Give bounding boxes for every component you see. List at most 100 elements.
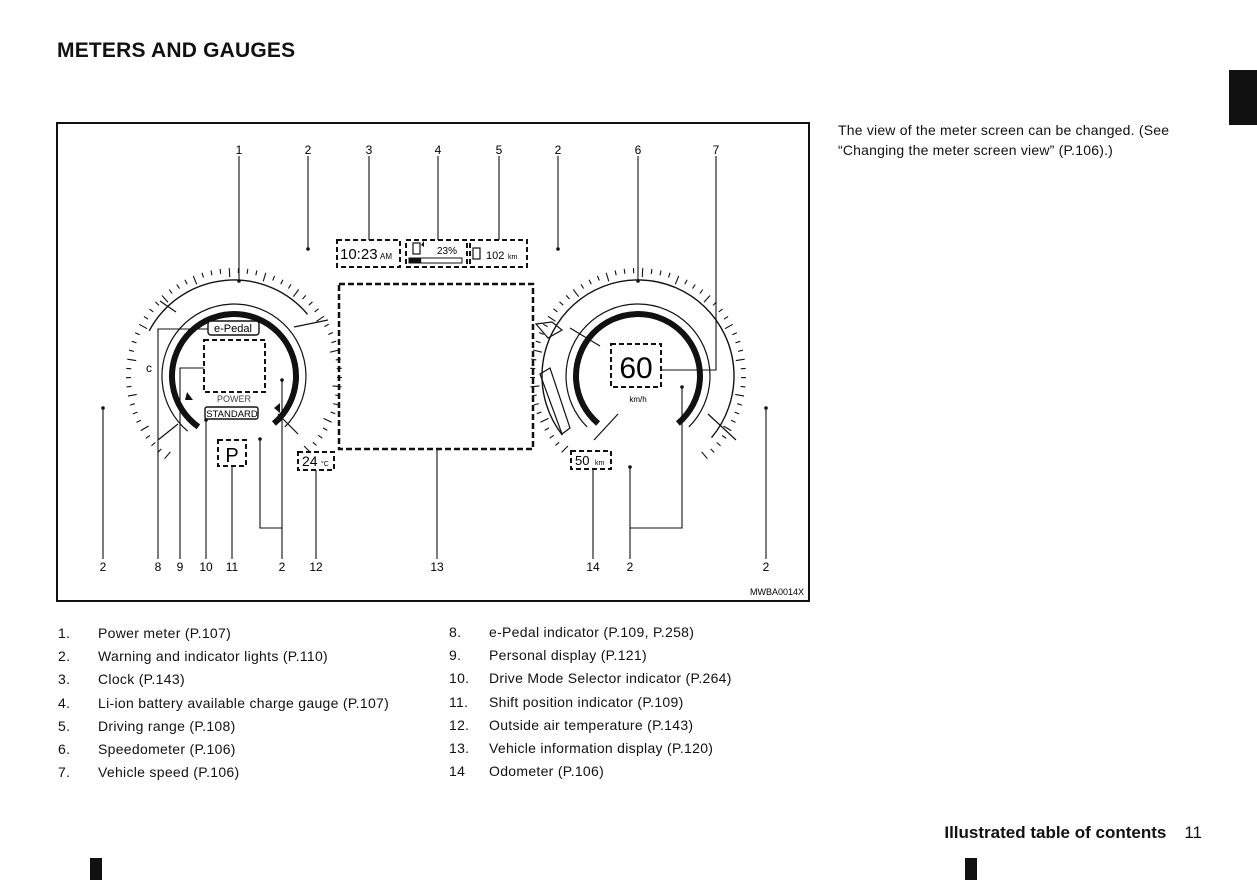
- shift-position-box: [217, 439, 247, 467]
- crop-mark-right: [965, 858, 977, 880]
- vehicle-speed-unit: km/h: [629, 395, 646, 404]
- callout-8: 8: [155, 560, 162, 574]
- legend-number: 9.: [449, 647, 462, 664]
- gauge-scale-tick: [145, 435, 151, 439]
- gauge-scale-tick: [674, 275, 680, 285]
- gauge-scale-tick: [533, 349, 543, 353]
- gauge-scale-tick: [308, 301, 313, 306]
- legend-text: Vehicle speed (P.106): [98, 764, 240, 781]
- gauge-scale-tick: [538, 331, 544, 336]
- legend-text: Speedometer (P.106): [98, 740, 236, 757]
- legend-text: Personal display (P.121): [489, 647, 647, 664]
- legend-text: Warning and indicator lights (P.110): [98, 648, 328, 665]
- gauge-scale-tick: [219, 268, 222, 274]
- gauge-scale-tick: [544, 427, 550, 431]
- figure-code: MWBA0014X: [750, 587, 804, 597]
- gauge-scale-tick: [710, 448, 715, 453]
- gauge-scale-tick: [531, 394, 537, 397]
- gauge-scale-tick: [330, 411, 336, 415]
- gauge-scale-tick: [561, 445, 569, 453]
- battery-icon: [412, 242, 421, 255]
- gauge-scale-tick: [701, 451, 708, 460]
- gauge-scale-tick: [314, 308, 319, 313]
- vehicle-speed-value: 60: [619, 352, 652, 385]
- shift-position-value: P: [225, 445, 238, 467]
- power-meter: c: [125, 268, 343, 460]
- callout-7: 7: [713, 143, 720, 157]
- gauge-scale-tick: [650, 268, 653, 274]
- gauge-scale-tick: [316, 315, 325, 322]
- odometer-value: 50: [575, 453, 589, 468]
- gauge-scale-tick: [535, 340, 541, 344]
- gauge-scale-tick: [605, 272, 610, 282]
- gauge-scale-tick: [126, 385, 132, 388]
- legend-text: Clock (P.143): [98, 671, 185, 688]
- gauge-scale-tick: [540, 417, 549, 423]
- gauge-scale-tick: [547, 315, 556, 322]
- temperature-unit: °C: [321, 460, 329, 468]
- gauge-scale-tick: [127, 393, 137, 397]
- legend-number: 7.: [58, 764, 71, 781]
- legend-text: Outside air temperature (P.143): [489, 716, 694, 733]
- power-meter-inner-arc: [161, 303, 307, 432]
- callout-14: 14: [586, 560, 600, 574]
- gauge-scale-tick: [129, 403, 135, 406]
- gauge-scale-tick: [555, 441, 560, 446]
- callout-dots: [101, 247, 768, 469]
- page-title: METERS AND GAUGES: [57, 39, 296, 62]
- gauge-scale-tick: [659, 270, 662, 276]
- vehicle-information-display: [337, 282, 535, 451]
- legend-number: 1.: [58, 625, 71, 641]
- gauge-scale-tick: [323, 417, 332, 423]
- gauge-scale-tick: [324, 323, 330, 328]
- gauge-scale-tick: [732, 332, 738, 336]
- battery-percent: 23%: [437, 246, 457, 257]
- driving-range-value: 102: [486, 250, 504, 262]
- gauge-scale-tick: [322, 427, 328, 431]
- gauge-scale-tick: [542, 323, 548, 328]
- callout-2e: 2: [627, 560, 634, 574]
- gauge-scale-tick: [161, 295, 169, 303]
- gauge-scale-tick: [292, 289, 300, 298]
- gauge-scale-tick: [140, 425, 149, 432]
- gauge-scale-tick: [149, 308, 154, 313]
- gauge-scale-tick: [559, 301, 564, 306]
- gauge-scale-tick: [333, 403, 339, 406]
- gauge-scale-tick: [533, 403, 539, 406]
- callout-12: 12: [309, 560, 323, 574]
- gauge-scale-tick: [168, 289, 173, 294]
- legend-text: Power meter (P.107): [98, 625, 232, 641]
- gauge-scale-tick: [699, 289, 704, 294]
- gauge-scale-tick: [735, 340, 741, 344]
- gauge-scale-tick: [127, 358, 137, 362]
- footer-section-title: Illustrated table of contents: [944, 823, 1167, 842]
- legend-number: 10.: [449, 670, 470, 687]
- callout-5: 5: [496, 143, 503, 157]
- gauge-scale-tick: [718, 308, 723, 313]
- callout-2f: 2: [763, 560, 770, 574]
- gauge-scale-tick: [192, 275, 198, 285]
- legend-number: 4.: [58, 694, 71, 711]
- gauge-scale-tick: [716, 442, 721, 447]
- legend-text: Odometer (P.106): [489, 763, 605, 780]
- gauge-scale-tick: [151, 442, 156, 447]
- clock-ampm: AM: [380, 252, 392, 261]
- gauge-scale-tick: [155, 301, 160, 306]
- legend-number: 8.: [449, 624, 462, 640]
- gauge-scale-tick: [280, 279, 284, 285]
- gauge-scale-tick: [131, 340, 137, 344]
- epedal-badge: e-Pedal: [207, 320, 260, 336]
- clock-box: [336, 239, 401, 268]
- power-meter-outer-arc: [148, 279, 309, 332]
- callout-3: 3: [366, 143, 373, 157]
- legend-number: 13.: [449, 739, 470, 756]
- side-note: The view of the meter screen can be chan…: [838, 122, 1170, 158]
- legend-text: Vehicle information display (P.120): [489, 739, 714, 756]
- gauge-scale-tick: [136, 419, 142, 423]
- gauge-scale-tick: [565, 295, 570, 300]
- gauge-scale-tick: [588, 279, 592, 285]
- callout-6: 6: [635, 143, 642, 157]
- callout-9: 9: [177, 560, 184, 574]
- speedometer-inner-arc: [565, 303, 711, 428]
- drive-mode-label: STANDARD: [206, 409, 258, 420]
